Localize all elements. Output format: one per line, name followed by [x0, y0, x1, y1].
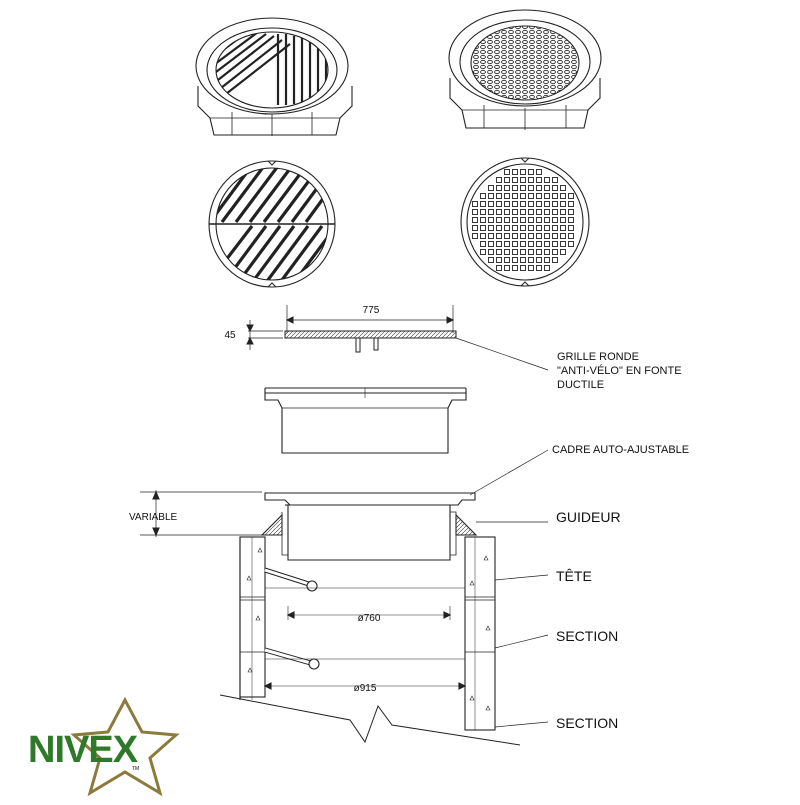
manhole-assembly	[140, 449, 549, 746]
label-grille-line2: "ANTI-VÉLO" EN FONTE	[557, 364, 682, 377]
isometric-slotted-grate	[195, 17, 353, 136]
label-grille-line1: GRILLE RONDE	[557, 351, 639, 363]
dimension-760: ø760	[358, 613, 381, 624]
dimension-915: ø915	[354, 683, 377, 694]
perforated-grate-plan	[460, 157, 590, 287]
label-guideur: GUIDEUR	[556, 509, 621, 525]
logo-text: NIVEX	[28, 729, 139, 771]
label-cadre: CADRE AUTO-AJUSTABLE	[552, 444, 689, 456]
dimension-775: 775	[363, 305, 380, 316]
dimension-45: 45	[224, 330, 236, 341]
logo-trademark: TM	[132, 766, 139, 772]
label-grille-line3: DUCTILE	[557, 379, 604, 391]
frame-exploded	[264, 387, 467, 454]
star-icon	[70, 696, 180, 797]
nivex-logo: NIVEX TM	[28, 696, 180, 797]
grate-section	[246, 305, 549, 371]
label-section-1: SECTION	[556, 628, 618, 644]
isometric-perforated-grate	[448, 9, 602, 130]
variable-label: VARIABLE	[129, 512, 177, 523]
slotted-grate-plan	[208, 160, 336, 288]
label-section-2: SECTION	[556, 715, 618, 731]
label-tete: TÊTE	[556, 568, 592, 584]
